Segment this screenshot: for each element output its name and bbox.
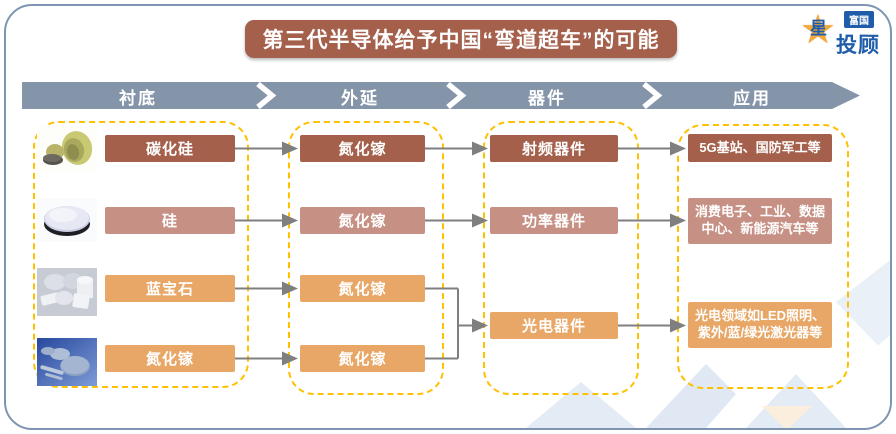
stage-substrate: 衬底 xyxy=(119,89,157,108)
epitaxy-box-2: 氮化镓 xyxy=(300,207,425,234)
star-icon: ★星 xyxy=(800,8,836,52)
logo-text: 富国 投顾 xyxy=(836,8,880,59)
silicon-wafer-photo xyxy=(37,198,97,242)
logo-suffix: 投顾 xyxy=(836,34,880,57)
sapphire-crystals-photo xyxy=(37,268,97,316)
device-box-rf: 射频器件 xyxy=(490,135,618,162)
epitaxy-box-3: 氮化镓 xyxy=(300,275,425,302)
epitaxy-group-outline xyxy=(288,121,444,395)
logo-star-char: 星 xyxy=(810,19,827,38)
logo-badge: 富国 xyxy=(844,11,874,28)
application-box-led: 光电领域如LED照明、紫外/蓝/绿光激光器等 xyxy=(688,302,832,348)
pipeline-bar xyxy=(22,82,832,109)
stage-epitaxy: 外延 xyxy=(341,89,379,108)
substrate-group-outline xyxy=(33,121,249,388)
application-group-outline xyxy=(677,124,849,389)
device-box-power: 功率器件 xyxy=(490,207,618,234)
device-box-opto: 光电器件 xyxy=(490,312,618,339)
stage-device: 器件 xyxy=(528,89,566,108)
substrate-box-gan: 氮化镓 xyxy=(105,345,235,372)
device-group-outline xyxy=(483,121,639,395)
brand-logo: ★星 富国 投顾 xyxy=(800,8,880,59)
application-box-consumer: 消费电子、工业、数据中心、新能源汽车等 xyxy=(688,198,832,244)
substrate-box-si: 硅 xyxy=(105,207,235,234)
application-box-5g: 5G基站、国防军工等 xyxy=(688,134,832,162)
epitaxy-box-4: 氮化镓 xyxy=(300,345,425,372)
epitaxy-box-1: 氮化镓 xyxy=(300,135,425,162)
stage-application: 应用 xyxy=(733,89,771,108)
substrate-box-sic: 碳化硅 xyxy=(105,135,235,162)
page-title: 第三代半导体给予中国“弯道超车”的可能 xyxy=(245,20,677,58)
substrate-box-sapphire: 蓝宝石 xyxy=(105,275,235,302)
gallium-nitride-wafers-photo xyxy=(37,338,97,386)
silicon-carbide-wafers-photo xyxy=(37,126,97,172)
